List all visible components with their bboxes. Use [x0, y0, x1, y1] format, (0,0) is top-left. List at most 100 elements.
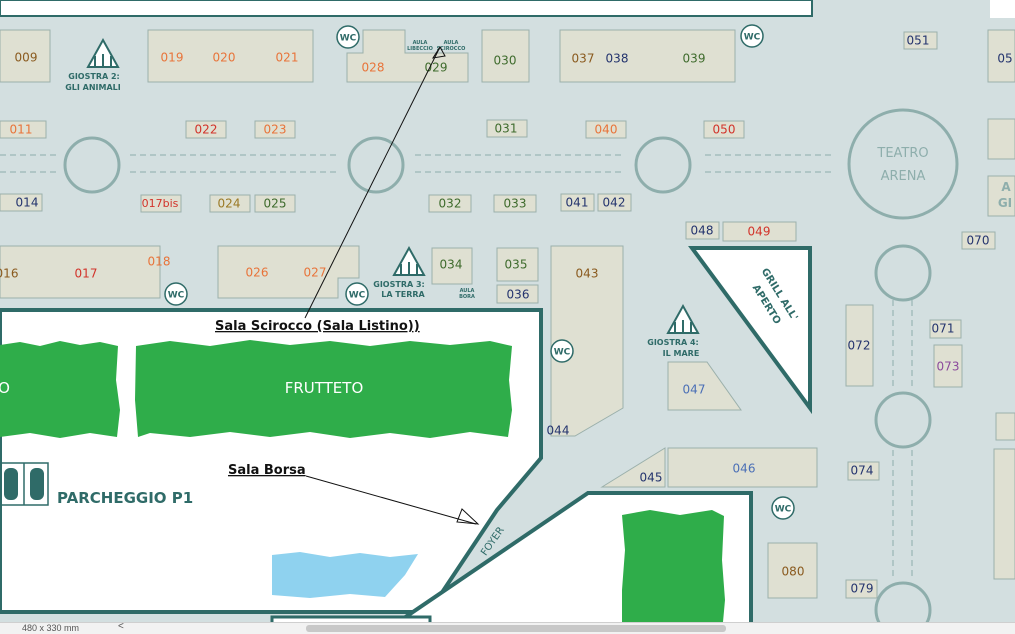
roundabout — [874, 581, 932, 633]
aula-label: SCIROCCO — [437, 46, 466, 52]
stand-050: 050 — [713, 123, 736, 137]
stand-018: 018 — [148, 255, 171, 269]
stand-038: 038 — [606, 52, 629, 66]
wc-icon: WC — [164, 282, 188, 306]
borsa-callout-line — [305, 475, 477, 525]
stand-040: 040 — [595, 123, 618, 137]
stand-021: 021 — [276, 51, 299, 65]
wc-icon: WC — [336, 25, 360, 49]
stand-block — [987, 118, 1015, 160]
teatro-arena-circle — [847, 108, 959, 220]
aula-label: BORA — [459, 294, 475, 300]
stand-block — [961, 231, 996, 250]
stand-073: 073 — [937, 360, 960, 374]
stand-042: 042 — [603, 196, 626, 210]
stand-block — [767, 542, 818, 599]
stand-block — [933, 344, 963, 388]
water-area — [272, 552, 418, 598]
stand-043: 043 — [576, 267, 599, 281]
wc-icon: WC — [771, 496, 795, 520]
stand-011: 011 — [10, 123, 33, 137]
stand-block — [217, 245, 360, 299]
giostra2-label: GIOSTRA 2: — [68, 72, 119, 81]
svg-text:WC: WC — [168, 291, 185, 301]
stand-026: 026 — [246, 266, 269, 280]
stand-027: 027 — [304, 266, 327, 280]
stand-029: 029 — [425, 61, 448, 75]
stand-030: 030 — [494, 54, 517, 68]
stand-071: 071 — [932, 322, 955, 336]
top-white-strip — [0, 0, 813, 17]
edge-label: A — [1001, 180, 1011, 194]
tent-icon — [392, 245, 426, 276]
stand-block — [847, 461, 880, 481]
giostra4-label: IL MARE — [663, 349, 700, 358]
aula-label: AULA — [444, 40, 459, 46]
stand-037: 037 — [572, 52, 595, 66]
stand-block — [585, 120, 627, 139]
stand-block — [845, 304, 874, 387]
stand-block — [987, 175, 1015, 217]
stand-block — [559, 29, 736, 83]
stand-023: 023 — [264, 123, 287, 137]
stand-block — [0, 245, 161, 299]
svg-text:WC: WC — [775, 505, 792, 515]
stand-05: 05 — [997, 52, 1012, 66]
parcheggio-label: PARCHEGGIO P1 — [57, 489, 193, 507]
roundabout — [874, 244, 932, 302]
giostra2-label: GLI ANIMALI — [65, 83, 121, 92]
roundabout — [634, 136, 692, 194]
aula-label: LIBECCIO — [407, 46, 433, 52]
stand-046: 046 — [733, 462, 756, 476]
scroll-left-arrow[interactable]: < — [118, 621, 124, 632]
stand-block — [550, 245, 624, 437]
stand-block — [703, 120, 745, 139]
stand-block — [140, 194, 182, 213]
stand-block — [667, 447, 818, 488]
giostra3-label: GIOSTRA 3: — [373, 280, 424, 289]
giostra3-label: LA TERRA — [381, 290, 425, 299]
stand-block — [845, 579, 878, 599]
stand-009: 009 — [15, 51, 38, 65]
stand-045: 045 — [640, 471, 663, 485]
stand-017: 017 — [75, 267, 98, 281]
stand-022: 022 — [195, 123, 218, 137]
scirocco-callout-line — [304, 46, 441, 319]
stand-020: 020 — [213, 51, 236, 65]
stand-024: 024 — [218, 197, 241, 211]
tent-icon — [86, 37, 120, 68]
borsa-arrowhead — [456, 508, 480, 525]
stand-block — [600, 447, 666, 488]
stand-block — [254, 120, 296, 139]
roundabout — [874, 391, 932, 449]
stand-block — [685, 221, 720, 240]
svg-text:WC: WC — [340, 34, 357, 44]
parking-icon — [0, 462, 49, 506]
green-area-left — [0, 341, 120, 438]
stand-block — [486, 119, 528, 138]
stand-block — [428, 194, 472, 213]
stand-035: 035 — [505, 258, 528, 272]
stand-032: 032 — [439, 197, 462, 211]
stand-block — [496, 247, 539, 282]
stand-074: 074 — [851, 464, 874, 478]
stand-039: 039 — [683, 52, 706, 66]
teatro-label: ARENA — [881, 169, 926, 184]
horizontal-scrollbar-thumb[interactable] — [306, 625, 726, 632]
stand-block — [346, 29, 469, 83]
stand-block — [667, 361, 742, 411]
stand-block — [0, 120, 47, 139]
stand-block — [987, 29, 1015, 83]
green-area-lower — [622, 510, 725, 633]
stand-block — [185, 120, 227, 139]
status-bar: 480 x 330 mm < — [0, 621, 1015, 634]
stand-block — [254, 194, 296, 213]
green-area-label: O — [0, 379, 10, 397]
stand-block — [209, 194, 251, 213]
stand-block — [496, 284, 539, 304]
grill-area — [688, 246, 812, 415]
edge-label: GI — [998, 196, 1012, 210]
aula-label: AULA — [413, 40, 428, 46]
stand-shapes — [0, 29, 1015, 599]
